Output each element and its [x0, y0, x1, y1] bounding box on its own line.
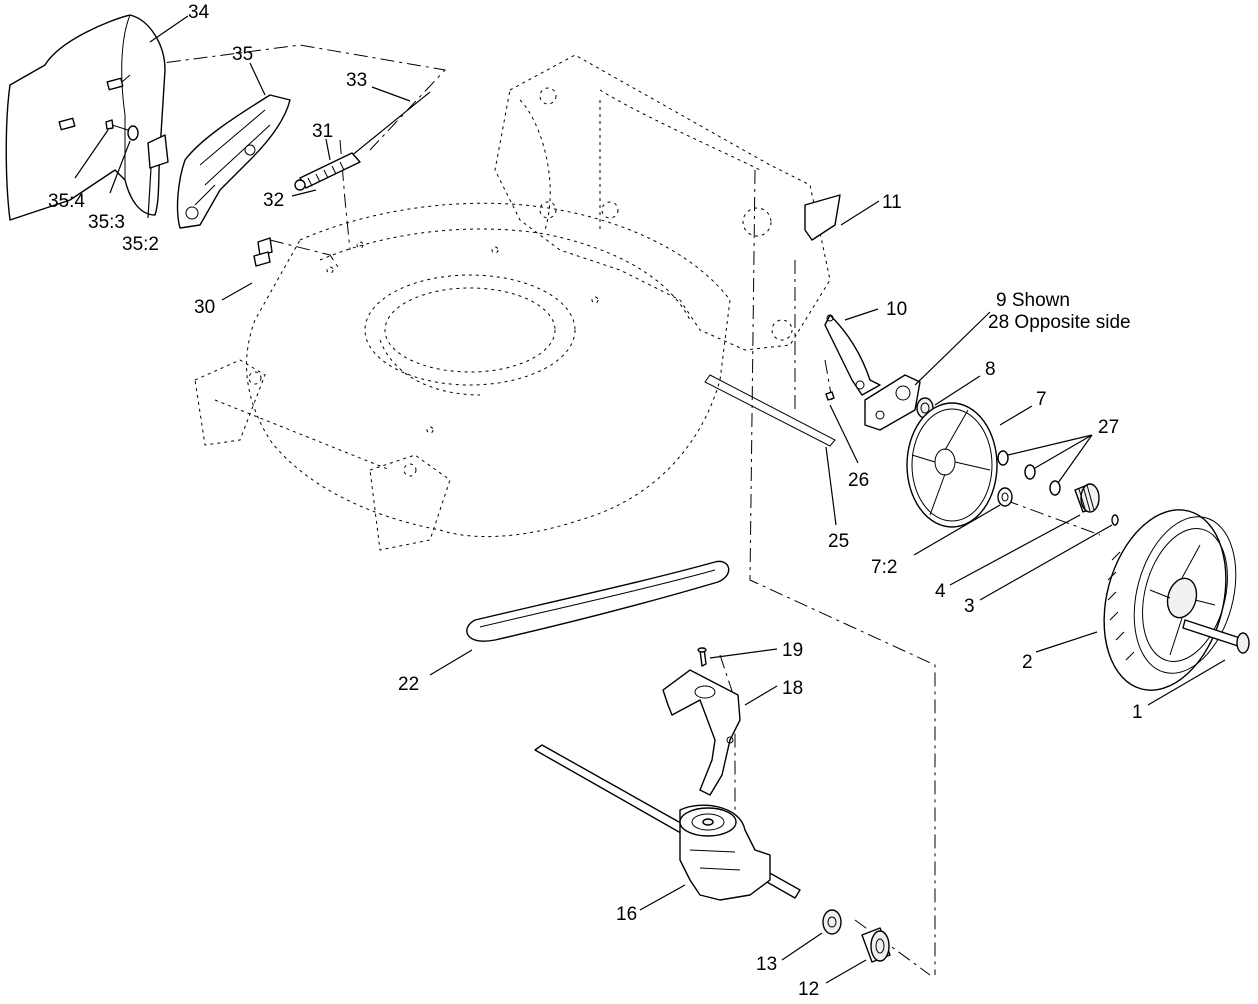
label-2: 2: [1022, 652, 1033, 673]
label-19: 19: [782, 640, 803, 661]
label-9-shown: 9 Shown: [996, 290, 1070, 311]
label-31: 31: [312, 121, 333, 142]
label-35-3: 35:3: [88, 212, 125, 233]
drive-belt-22: [466, 560, 730, 642]
label-11: 11: [882, 192, 902, 213]
callout-labels: 34 35 33 31 32 35:4 35:3 35:2 30 11 10 9…: [48, 2, 1143, 1000]
label-16: 16: [616, 904, 637, 925]
label-33: 33: [346, 70, 367, 91]
label-22: 22: [398, 674, 419, 695]
label-10: 10: [886, 299, 907, 320]
label-8: 8: [985, 359, 996, 380]
washers-gears: [997, 450, 1119, 526]
label-12: 12: [798, 979, 819, 1000]
gear-cover-7: [906, 402, 998, 528]
label-7-2: 7:2: [871, 557, 897, 578]
label-34: 34: [188, 2, 210, 23]
label-30: 30: [194, 297, 215, 318]
label-26: 26: [848, 470, 869, 491]
label-28-opposite-side: 28 Opposite side: [988, 312, 1131, 333]
label-7: 7: [1036, 389, 1047, 410]
mower-deck: [194, 54, 836, 551]
label-3: 3: [964, 596, 975, 617]
label-27: 27: [1098, 417, 1119, 438]
spring-rod-parts: [253, 91, 431, 267]
wheel-bracket-9: [825, 374, 934, 431]
rear-flap-34: [5, 14, 166, 221]
label-1: 1: [1132, 702, 1143, 723]
label-35: 35: [232, 44, 253, 65]
leader-lines: [74, 15, 1226, 984]
label-35-2: 35:2: [122, 234, 159, 255]
label-18: 18: [782, 678, 803, 699]
bracket-35: [105, 94, 291, 229]
label-4: 4: [935, 581, 946, 602]
label-32: 32: [263, 190, 284, 211]
label-35-4: 35:4: [48, 191, 85, 212]
belt-guide-18: [662, 647, 741, 796]
label-13: 13: [756, 954, 777, 975]
wheel-2: [1103, 509, 1250, 691]
height-adjust-lever: [804, 194, 881, 396]
label-25: 25: [828, 531, 849, 552]
transmission-16: [534, 744, 891, 963]
